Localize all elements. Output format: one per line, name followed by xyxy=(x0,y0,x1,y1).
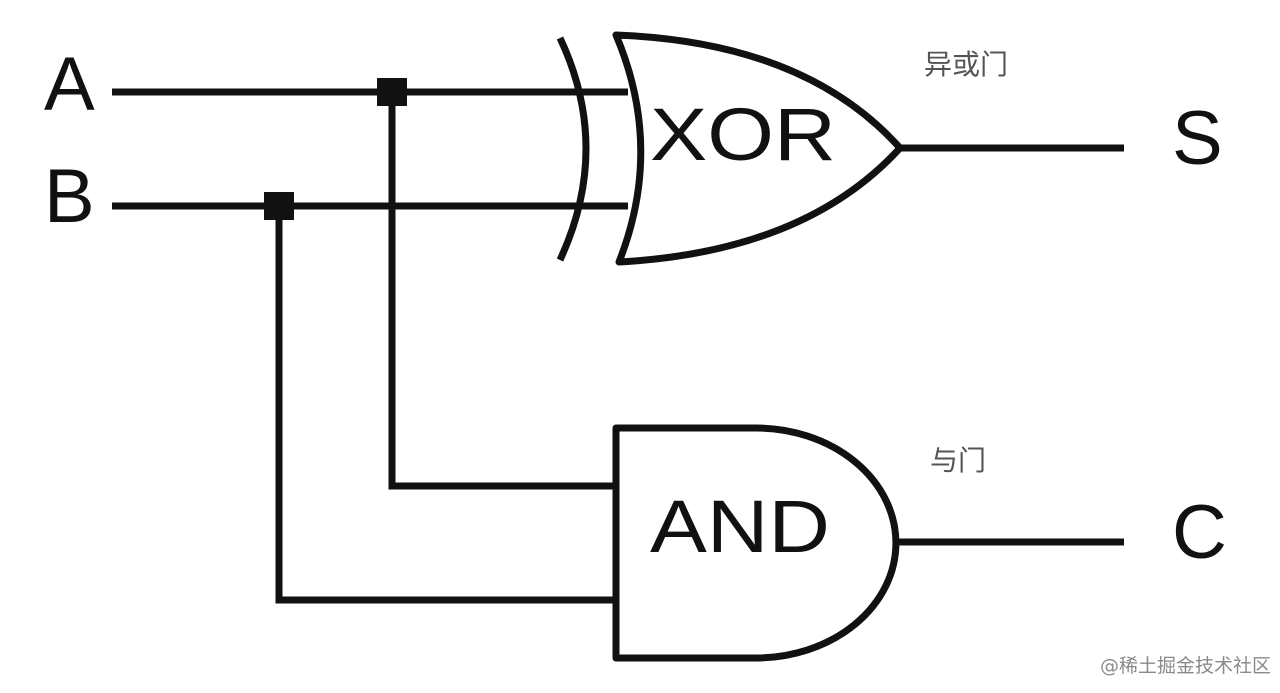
input-a-label: A xyxy=(44,42,95,127)
and-gate: AND xyxy=(612,424,900,662)
xor-gate-label: XOR xyxy=(650,93,836,176)
output-s-label: S xyxy=(1172,96,1223,181)
and-gate-caption: 与门 xyxy=(930,444,986,477)
watermark: @稀土掘金技术社区 xyxy=(1100,655,1271,677)
junction-b xyxy=(264,192,294,220)
xor-gate: XOR xyxy=(556,31,904,266)
output-c-label: C xyxy=(1172,490,1227,575)
junction-a xyxy=(377,78,407,106)
xor-body xyxy=(612,31,904,266)
wire-a-branch-to-and xyxy=(388,92,616,490)
xor-extra-curve xyxy=(556,36,590,262)
xor-gate-caption: 异或门 xyxy=(924,48,1008,81)
input-b-label: B xyxy=(44,154,95,239)
wire-b-branch-to-and xyxy=(275,206,616,604)
and-gate-label: AND xyxy=(650,485,830,568)
and-body xyxy=(612,424,900,662)
